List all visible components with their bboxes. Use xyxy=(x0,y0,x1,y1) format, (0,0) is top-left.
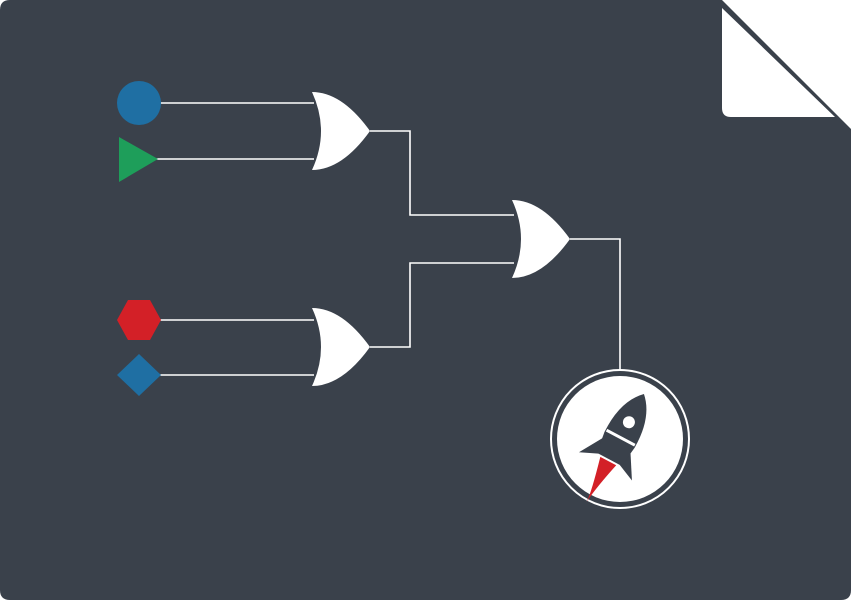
rocket-window xyxy=(622,416,635,429)
wires xyxy=(140,102,621,376)
triangle-icon xyxy=(119,137,158,182)
rocket-stripe xyxy=(605,428,636,447)
diamond-icon xyxy=(117,354,161,396)
rocket-fin-left xyxy=(578,434,609,454)
rocket-icon xyxy=(578,393,647,502)
wire-top-gate-to-final xyxy=(370,130,514,216)
wire-final-to-output xyxy=(570,238,621,370)
output-ring xyxy=(550,369,690,509)
or-gate-top xyxy=(312,92,370,170)
output-node xyxy=(550,369,690,509)
or-gate-final xyxy=(512,200,570,278)
circle-icon xyxy=(117,81,161,125)
rocket-body xyxy=(596,393,647,466)
document-fold-icon xyxy=(722,8,835,117)
rocket-flame xyxy=(586,456,617,502)
wire-bottom-gate-to-final xyxy=(370,262,514,348)
hexagon-icon xyxy=(117,300,161,340)
or-gate-bottom xyxy=(312,308,370,386)
